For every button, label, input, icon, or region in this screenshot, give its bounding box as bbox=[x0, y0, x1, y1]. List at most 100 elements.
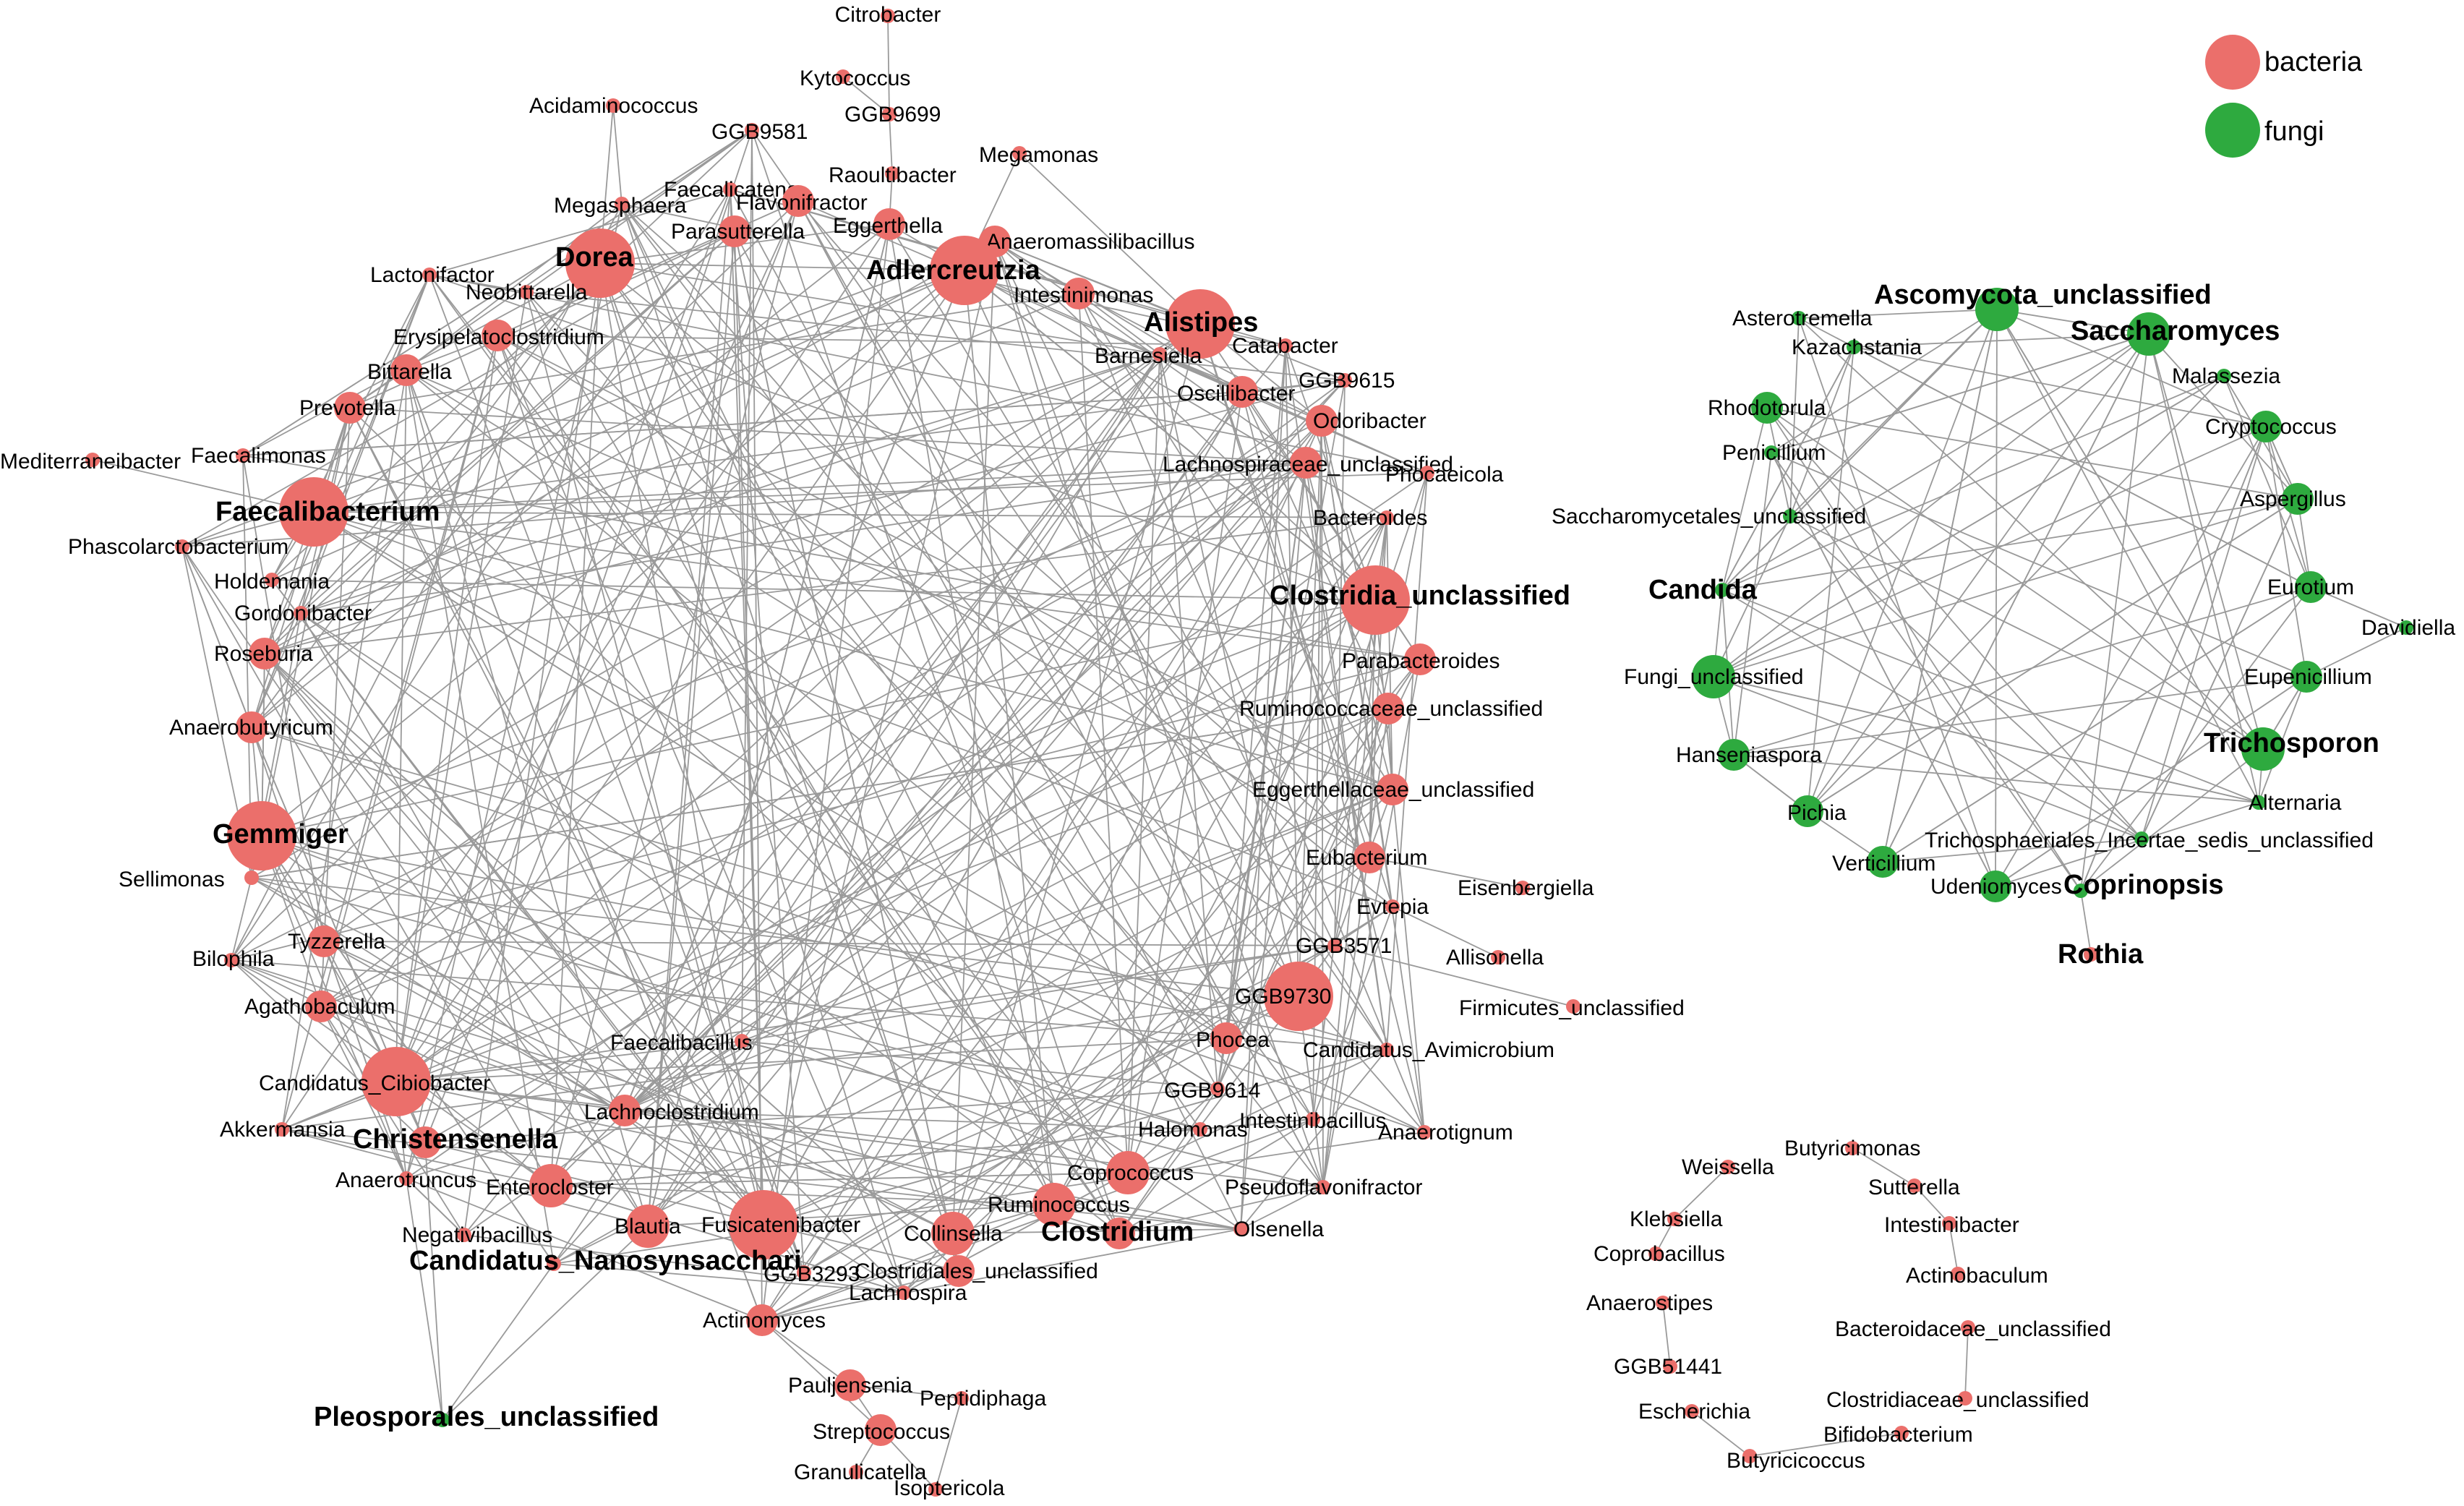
node-label: Holdemania bbox=[214, 570, 330, 594]
edge bbox=[763, 391, 1243, 1225]
node-label: Candidatus_Cibiobacter bbox=[259, 1071, 490, 1095]
network-node: Clostridium bbox=[1041, 1217, 1194, 1249]
bacteria-node-circle bbox=[615, 197, 629, 211]
node-label: GGB3571 bbox=[1296, 934, 1392, 958]
edge bbox=[181, 546, 552, 1186]
network-node: Isoptericola bbox=[894, 1476, 1005, 1500]
network-node: Faecalicatena bbox=[664, 178, 799, 202]
edge bbox=[242, 455, 325, 942]
edge bbox=[320, 462, 1306, 1007]
edge bbox=[271, 579, 805, 1273]
edge bbox=[761, 1319, 851, 1386]
edge bbox=[1853, 333, 2149, 348]
edge bbox=[1995, 676, 2307, 887]
edge bbox=[850, 1385, 962, 1399]
network-node: Parasutterella bbox=[671, 215, 805, 247]
network-node: Asterotremella bbox=[1732, 307, 1873, 330]
network-node: Blautia bbox=[615, 1205, 681, 1248]
node-label: Lachnoclostridium bbox=[584, 1100, 759, 1124]
edge bbox=[271, 270, 965, 581]
edge bbox=[264, 653, 959, 1272]
fungi-node-circle bbox=[1792, 795, 1823, 827]
network-node: Firmicutes_unclassified bbox=[1459, 996, 1685, 1020]
network-node: Akkermansia bbox=[220, 1118, 346, 1142]
network-node: Agathobaculum bbox=[244, 991, 395, 1022]
bacteria-node-circle bbox=[1961, 1320, 1975, 1335]
node-label: Coprococcus bbox=[1067, 1161, 1194, 1185]
edge bbox=[1766, 407, 2264, 750]
edge bbox=[1721, 333, 2149, 591]
edge bbox=[429, 274, 1120, 1234]
edge bbox=[1691, 1411, 1750, 1457]
fungi-node-circle bbox=[2251, 795, 2266, 810]
network-node: Faecalibacillus bbox=[610, 1031, 753, 1055]
node-label: Clostridiaceae_unclassified bbox=[1826, 1388, 2089, 1412]
edge bbox=[599, 262, 1324, 1188]
edge bbox=[761, 223, 890, 1321]
network-node: Faecalibacterium bbox=[215, 477, 440, 547]
fungi-node-circle bbox=[1715, 583, 1729, 597]
bacteria-node-circle bbox=[175, 539, 189, 554]
edge bbox=[550, 1172, 1129, 1186]
network-node: Prevotella bbox=[299, 392, 396, 424]
edge bbox=[1199, 323, 1393, 907]
edge bbox=[497, 335, 1393, 790]
node-label: Ruminococcaceae_unclassified bbox=[1239, 697, 1543, 721]
edge bbox=[349, 407, 764, 1225]
network-node: GGB3571 bbox=[1296, 934, 1392, 958]
edge bbox=[797, 200, 1314, 1120]
edge bbox=[1995, 802, 2259, 887]
edge bbox=[463, 323, 1201, 1236]
edge bbox=[1019, 153, 1201, 325]
fungi-node-circle bbox=[1692, 655, 1735, 698]
edge bbox=[271, 579, 1376, 601]
network-node: Eisenbergiella bbox=[1458, 876, 1594, 900]
edge bbox=[349, 293, 1079, 408]
bacteria-node-circle bbox=[943, 1255, 975, 1287]
node-label: Allisonella bbox=[1446, 946, 1544, 970]
node-label: Collinsella bbox=[904, 1222, 1003, 1246]
edge bbox=[406, 1178, 763, 1321]
node-label: Intestinibacter bbox=[1884, 1213, 2019, 1237]
network-node: Megasphaera bbox=[554, 194, 687, 218]
node-label: Gemmiger bbox=[213, 819, 348, 850]
edge bbox=[271, 129, 753, 581]
edge bbox=[429, 189, 731, 275]
network-node: Klebsiella bbox=[1630, 1207, 1723, 1231]
network-node: Candidatus_Avimicrobium bbox=[1303, 1038, 1554, 1062]
edge bbox=[281, 223, 890, 1130]
edge bbox=[323, 941, 407, 1179]
network-node: Phascolarctobacterium bbox=[68, 535, 288, 559]
edge bbox=[313, 462, 1306, 513]
network-node: Bilophila bbox=[192, 947, 275, 971]
edge bbox=[1771, 452, 1996, 887]
node-label: Pichia bbox=[1787, 801, 1847, 825]
network-node: Dorea bbox=[555, 228, 635, 298]
node-label: Phocea bbox=[1196, 1028, 1270, 1052]
edge bbox=[1662, 1302, 1671, 1367]
bacteria-node-circle bbox=[1420, 466, 1434, 480]
network-node: Olsenella bbox=[1233, 1218, 1324, 1241]
edge bbox=[842, 76, 890, 115]
bacteria-node-circle bbox=[565, 228, 635, 298]
edge bbox=[1285, 345, 1376, 601]
edge bbox=[1721, 498, 2298, 591]
edge bbox=[313, 511, 1218, 1090]
bacteria-node-circle bbox=[1663, 1359, 1677, 1374]
network-node: GGB9615 bbox=[1299, 369, 1395, 393]
network-node: Clostridia_unclassified bbox=[1270, 565, 1570, 635]
network-node: Anaerotruncus bbox=[335, 1168, 476, 1192]
edge bbox=[2148, 333, 2259, 803]
network-node: Fusicatenibacter bbox=[701, 1190, 860, 1259]
edge bbox=[1852, 1147, 1915, 1186]
node-label: GGB9615 bbox=[1299, 369, 1395, 393]
edge bbox=[741, 945, 1335, 1042]
bacteria-node-circle bbox=[1316, 1180, 1330, 1194]
node-label: GGB9614 bbox=[1164, 1079, 1260, 1103]
edge bbox=[261, 835, 1387, 1051]
edge bbox=[1386, 472, 1428, 1051]
node-label: Dorea bbox=[555, 242, 634, 273]
network-node: Kytococcus bbox=[800, 67, 910, 90]
network-node: Anaerostipes bbox=[1586, 1291, 1713, 1315]
